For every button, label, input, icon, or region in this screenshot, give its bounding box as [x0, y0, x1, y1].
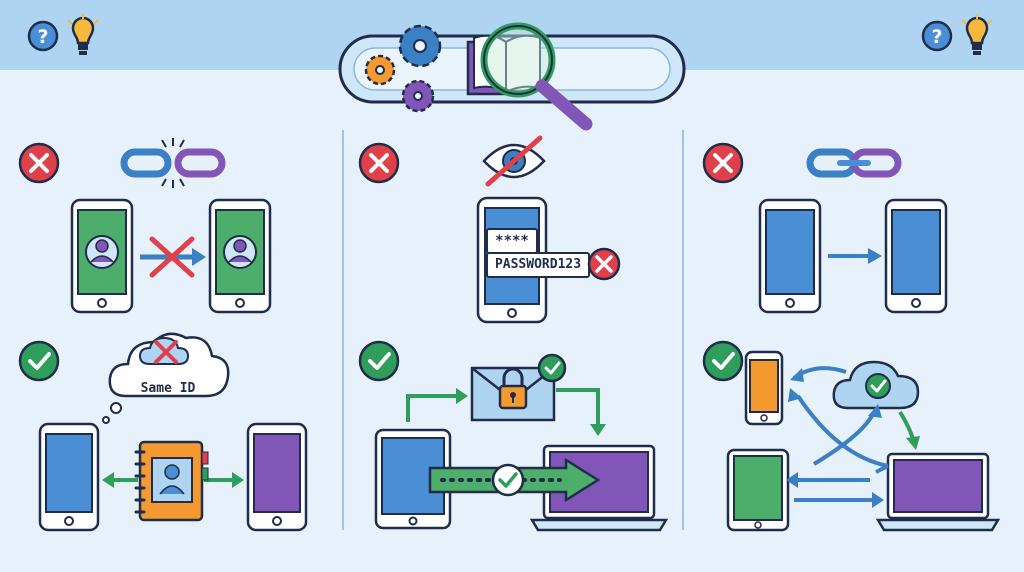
phone-blue-bottom: [38, 422, 100, 532]
phone-purple-bottom: [246, 422, 308, 532]
cloud-error-icon: [138, 336, 190, 365]
locked-envelope-icon: [470, 353, 567, 422]
hidden-eye-icon: [482, 135, 546, 187]
column-divider-1: [342, 130, 344, 530]
masked-password-field[interactable]: ****: [486, 228, 538, 254]
success-check-icon-2: [358, 340, 400, 382]
phone-orange: [744, 350, 784, 426]
phone-green-right: [208, 198, 272, 314]
phone-blue-right-left: [758, 198, 822, 314]
thought-cloud: [102, 332, 230, 424]
tablet-green: [726, 448, 790, 532]
svg-text:?: ?: [931, 26, 942, 48]
help-lightbulb-right-icon: ?: [921, 14, 993, 55]
gear-orange-icon: [364, 54, 396, 86]
blocked-sync-arrow: [140, 236, 206, 278]
password-error-icon: [587, 247, 621, 281]
help-lightbulb-left-icon: ?: [27, 14, 99, 55]
cloud-sync-icon: [832, 360, 920, 410]
plain-password-field[interactable]: PASSWORD123: [486, 252, 590, 278]
phone-blue-right-right: [884, 198, 948, 314]
secure-envelope-flow: [406, 353, 606, 436]
column-divider-2: [682, 130, 684, 530]
gear-purple-icon: [401, 79, 435, 113]
broken-link-icon: [120, 138, 226, 188]
search-banner: [338, 22, 686, 131]
cloud-label: Same ID: [140, 381, 196, 396]
magnifier-icon: [480, 22, 593, 131]
multi-device-sync-arrows: [786, 366, 920, 508]
laptop-purple-right: [875, 452, 1001, 532]
error-x-icon-2: [358, 142, 400, 184]
error-x-icon-3: [702, 142, 744, 184]
error-x-icon: [18, 142, 60, 184]
chain-link-icon: [806, 148, 902, 178]
svg-text:?: ?: [37, 26, 48, 48]
success-check-icon-3: [702, 340, 744, 382]
encrypted-transfer-arrow: [428, 457, 601, 503]
phone-green-left: [70, 198, 134, 314]
one-way-arrow: [828, 248, 882, 264]
success-check-icon: [18, 340, 60, 382]
contact-book-sync: [102, 440, 244, 522]
gear-large-icon: [398, 24, 442, 68]
address-book-icon: [134, 440, 209, 522]
